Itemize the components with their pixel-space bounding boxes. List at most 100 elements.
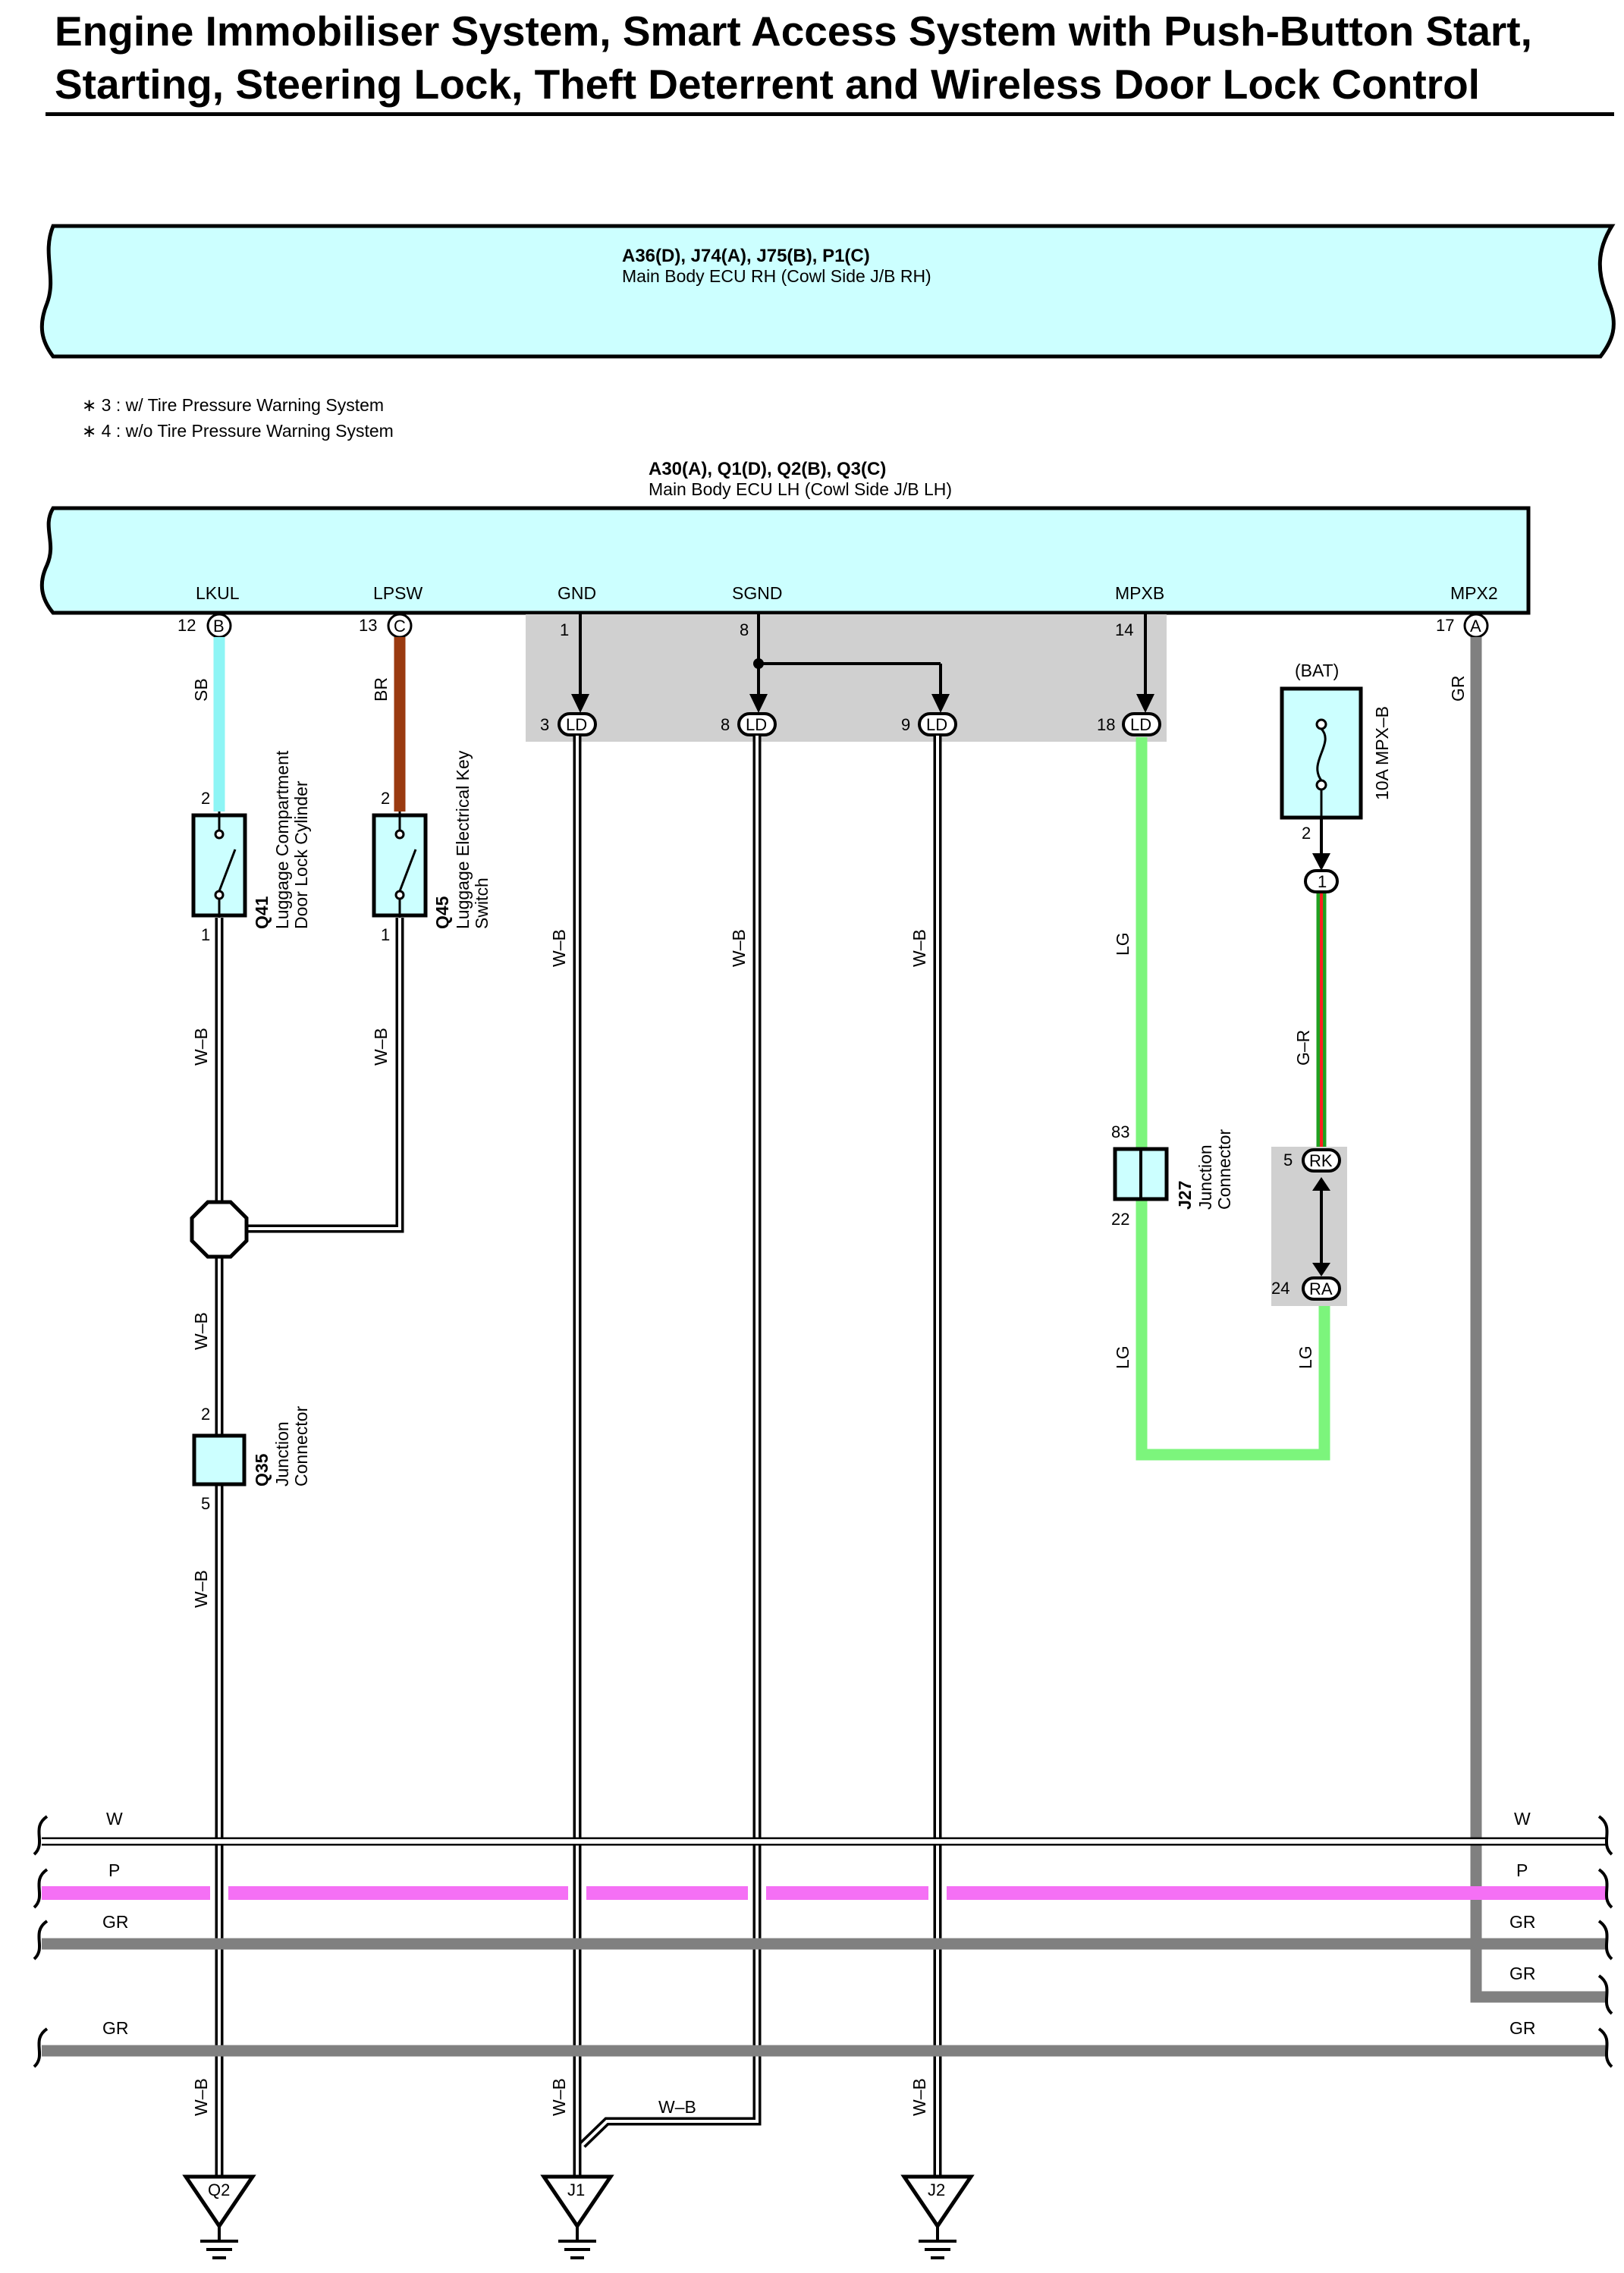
- ecu-lh-name: Main Body ECU LH (Cowl Side J/B LH): [649, 479, 952, 499]
- bus-label-gr-right-2: GR: [1509, 1964, 1536, 1983]
- svg-text:B: B: [213, 617, 225, 636]
- wire-label-wb-10: W–B: [658, 2097, 696, 2117]
- fuse-supply: (BAT): [1295, 661, 1339, 680]
- wire-label-lg-1: LG: [1113, 932, 1132, 956]
- bus-label-w-left: W: [106, 1809, 123, 1829]
- ecu-pin-13: 13 C: [359, 613, 413, 639]
- svg-text:A: A: [1470, 617, 1481, 636]
- q41-code: Q41: [252, 896, 272, 929]
- svg-text:24: 24: [1271, 1279, 1289, 1298]
- wire-label-wb-7: W–B: [909, 929, 929, 967]
- wire-label-wb-6: W–B: [729, 929, 749, 967]
- bus-label-w-right: W: [1514, 1809, 1531, 1829]
- wire-label-wb-8: W–B: [191, 2078, 211, 2116]
- fuse-10a-mpx-b: [1280, 686, 1363, 820]
- ld-connector-8: 8 LD: [721, 712, 777, 736]
- svg-text:18: 18: [1097, 715, 1115, 734]
- j27-name-2: Connector: [1214, 1129, 1234, 1210]
- svg-text:J1: J1: [567, 2180, 585, 2199]
- wire-lg: [1136, 737, 1330, 1461]
- ecu-pin-17: 17 A: [1436, 613, 1489, 639]
- ecu-pin-8: 8: [740, 620, 749, 639]
- q41-name-1: Luggage Compartment: [272, 750, 292, 929]
- svg-text:LD: LD: [1130, 715, 1151, 734]
- wire-label-wb-4: W–B: [191, 1570, 211, 1608]
- ground-j1: J1: [540, 2174, 614, 2259]
- ecu-pin-12: 12 B: [177, 613, 232, 639]
- q35-junction-connector: [192, 1433, 247, 1487]
- ra-connector: 24 RA: [1271, 1276, 1341, 1301]
- svg-text:17: 17: [1436, 616, 1454, 635]
- bus-label-p-right: P: [1516, 1860, 1528, 1880]
- ground-q2: Q2: [182, 2174, 256, 2259]
- bus-break-right: [1597, 1815, 1613, 2068]
- junction-splice-dot: [753, 658, 764, 669]
- wire-label-wb-5: W–B: [549, 929, 569, 967]
- svg-text:9: 9: [901, 715, 910, 734]
- wire-label-g-r: G–R: [1293, 1030, 1313, 1066]
- ra-arrow: [1312, 1263, 1330, 1276]
- q45-pin-1: 1: [381, 925, 390, 944]
- ecu-rh-block: A36(D), J74(A), J75(B), P1(C) Main Body …: [39, 224, 1616, 359]
- q45-code: Q45: [432, 896, 452, 929]
- fuse-name: 10A MPX–B: [1372, 706, 1392, 800]
- j27-code: J27: [1175, 1181, 1195, 1210]
- terminal-lkul: LKUL: [196, 583, 240, 603]
- q35-name-1: Junction: [272, 1421, 292, 1487]
- ld-connector-3: 3 LD: [540, 712, 597, 736]
- wire-label-br: BR: [371, 677, 391, 702]
- wire-label-wb-1: W–B: [191, 1028, 211, 1066]
- j27-name-1: Junction: [1195, 1144, 1215, 1210]
- terminal-mpxb: MPXB: [1115, 583, 1164, 603]
- bus-label-gr-right-1: GR: [1509, 1912, 1536, 1932]
- connector-1: 1: [1304, 869, 1339, 893]
- ecu-rh-name: Main Body ECU RH (Cowl Side J/B RH): [622, 266, 931, 286]
- q45-pin-2: 2: [381, 789, 390, 808]
- page-title: Engine Immobiliser System, Smart Access …: [55, 5, 1617, 111]
- rk-connector: 5 RK: [1283, 1148, 1341, 1173]
- svg-text:RK: RK: [1309, 1151, 1333, 1170]
- svg-text:RA: RA: [1309, 1279, 1333, 1298]
- svg-text:Q2: Q2: [208, 2180, 230, 2199]
- bus-label-p-left: P: [108, 1860, 120, 1880]
- svg-text:LD: LD: [926, 715, 947, 734]
- wire-label-gr-mpx2: GR: [1448, 676, 1468, 702]
- q35-pin-2: 2: [201, 1405, 210, 1424]
- rk-arrow: [1312, 1177, 1330, 1191]
- q45-switch: [372, 812, 428, 918]
- q45-name-2: Switch: [472, 877, 492, 929]
- bus-label-gr-right-3: GR: [1509, 2018, 1536, 2038]
- q35-pin-5: 5: [201, 1494, 210, 1513]
- bus-label-gr-left-1: GR: [102, 1912, 129, 1932]
- ecu-lh-code: A30(A), Q1(D), Q2(B), Q3(C): [649, 459, 886, 479]
- terminal-gnd: GND: [558, 583, 596, 603]
- svg-text:8: 8: [721, 715, 730, 734]
- q45-name-1: Luggage Electrical Key: [453, 750, 473, 929]
- wire-label-sb: SB: [191, 678, 211, 702]
- svg-text:LD: LD: [566, 715, 587, 734]
- ground-j2: J2: [900, 2174, 975, 2259]
- wire-label-wb-3: W–B: [191, 1312, 211, 1350]
- svg-text:12: 12: [177, 616, 196, 635]
- fuse-pin-2: 2: [1302, 824, 1311, 843]
- ecu-rh-code: A36(D), J74(A), J75(B), P1(C): [622, 246, 870, 266]
- wire-gr-mpx2: [1470, 637, 1607, 2003]
- q41-switch: [191, 812, 247, 918]
- wire-label-wb-2: W–B: [371, 1028, 391, 1066]
- q41-pin-2: 2: [201, 789, 210, 808]
- ld-connector-18: 18 LD: [1097, 712, 1161, 736]
- note-4: ∗ 4 : w/o Tire Pressure Warning System: [82, 421, 394, 441]
- svg-text:13: 13: [359, 616, 377, 635]
- wire-label-wb-9: W–B: [549, 2078, 569, 2116]
- note-3: ∗ 3 : w/ Tire Pressure Warning System: [82, 395, 384, 415]
- q35-code: Q35: [252, 1453, 272, 1487]
- svg-text:LD: LD: [746, 715, 767, 734]
- ld-connector-9: 9 LD: [901, 712, 957, 736]
- wire-label-wb-11: W–B: [909, 2078, 929, 2116]
- j27-junction-connector: [1113, 1147, 1169, 1201]
- wire-label-lg-3: LG: [1296, 1345, 1315, 1369]
- svg-text:C: C: [394, 617, 406, 636]
- svg-text:1: 1: [1318, 872, 1327, 891]
- svg-text:J2: J2: [928, 2180, 945, 2199]
- fuse-arrow: [1312, 853, 1330, 871]
